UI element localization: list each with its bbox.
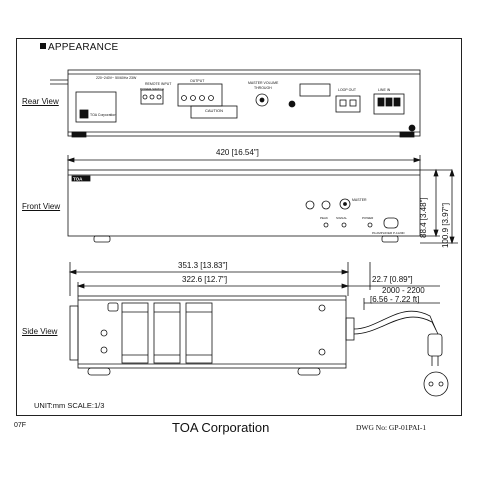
rear-master-volume-text: MASTER VOLUME [248,81,279,85]
power-led [367,222,373,228]
drawing-number: DWG No: GP-01PAI-1 [356,423,427,432]
remote-terminal [140,89,164,105]
rear-brand-text: TOA Corporation [90,113,116,117]
front-signal-text: SIGNAL [336,216,347,220]
front-height-text: 88.4 [3.48"] [419,197,428,238]
width-dimension-text: 420 [16.54"] [216,148,259,157]
side-view-label: Side View [22,327,58,336]
height-dimensions [420,168,458,245]
cord-length-ft-text: [6.56 - 7.22 ft] [370,295,420,304]
protrusion-text: 22.7 [0.89"] [372,275,413,284]
depth-dimensions [68,262,440,310]
loop-out-connector [335,95,361,113]
rear-through-text: THROUGH [254,86,272,90]
rear-power-switch-text: POWER SWITCH [140,87,164,91]
rear-loop-out-text: LOOP OUT [338,88,357,92]
power-plug-icon [423,333,449,397]
drawing-frame [16,38,462,416]
output-terminals [177,83,223,107]
depth-body-text: 322.6 [12.7"] [182,275,228,284]
front-master-text: MASTER [352,198,367,202]
rear-output-text: OUTPUT [190,79,205,83]
side-body [69,295,439,376]
rear-panel: 220~240V~ 50/60Hz 23W REMOTE INPUT POWER… [50,69,421,138]
rear-caution-text: CAUTION [205,108,223,113]
line-in-connector [373,93,405,115]
front-power-text: POWER [362,216,374,220]
cord-length-mm-text: 2000 - 2200 [382,286,425,295]
total-height-text: 100.9 [3.97"] [441,202,450,248]
input-knob-1 [305,200,315,210]
caution-box [190,105,238,119]
sheet-code: 07F [14,422,27,429]
rear-line-in-text: LINE IN [378,88,391,92]
rear-label-plate [75,91,117,123]
heading-text: APPEARANCE [48,42,119,53]
front-panel: TOA MASTER PEAK SIGNAL POWER PA AMPLIFIE… [67,169,421,243]
ground-screw [288,100,296,108]
input-knob-2 [321,200,331,210]
rear-power-text: 220~240V~ 50/60Hz 23W [96,76,137,80]
power-switch-front [383,217,399,229]
appearance-heading: APPEARANCE [40,43,118,53]
width-dimension [66,155,422,170]
front-logo-block [71,175,91,182]
depth-total-text: 351.3 [13.83"] [178,261,228,270]
rear-remote-text: REMOTE INPUT [145,82,172,86]
unit-scale-note: UNIT:mm SCALE:1/3 [34,401,105,410]
peak-led [323,222,329,228]
rear-view-label: Rear View [22,97,59,106]
corporation-name: TOA Corporation [172,420,270,435]
front-view-label: Front View [22,202,61,211]
signal-led [341,222,347,228]
master-knob [339,198,351,210]
side-vent-slots [121,302,213,364]
bullet-square-icon [40,43,46,49]
front-peak-text: PEAK [320,216,328,220]
front-model-text: PA AMPLIFIER P-1120D [372,231,405,235]
front-logo-text: TOA [73,177,83,182]
master-volume-knob-rear [255,93,269,107]
